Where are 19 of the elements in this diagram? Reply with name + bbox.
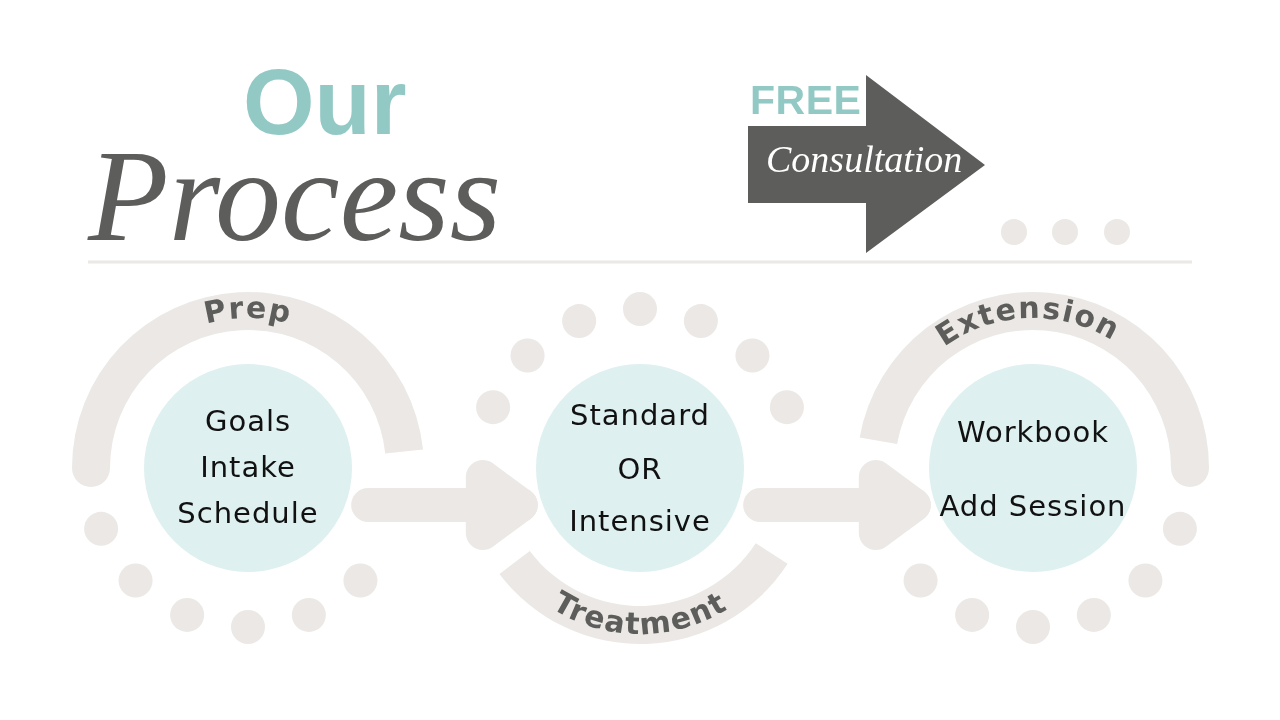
title: Our Process [88,50,502,249]
banner-text: Consultation [766,140,963,178]
arrow-banner [748,75,986,254]
flow-arrow [743,460,931,550]
stage-label: Prep [200,289,296,331]
stage-item: OR [617,452,663,486]
arc-band [499,543,788,644]
flow-arrow [351,460,538,550]
stage-label: Treatment [547,583,733,642]
stage-item: Goals [204,404,292,438]
banner-heading: FREE [750,80,862,121]
stage-item: Intake [200,450,296,484]
stage-label: Extension [929,289,1127,353]
stage-item: Schedule [177,496,319,530]
stage-item: Workbook [956,415,1110,449]
stage-item: Add Session [939,489,1127,523]
stage-item: Intensive [569,504,711,538]
stage-item: Standard [570,398,710,432]
arc-band [72,292,424,487]
